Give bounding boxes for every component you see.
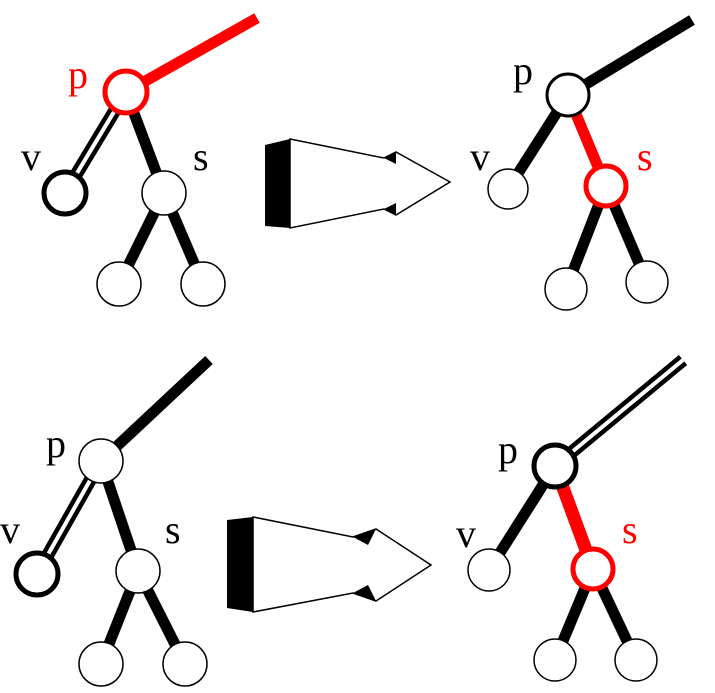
node-s <box>570 546 616 592</box>
arrow-top-body <box>289 138 452 229</box>
node-v <box>487 168 529 210</box>
edge-p-parent <box>123 13 260 97</box>
label-v: v <box>470 134 490 179</box>
arrow-top-notch-lower <box>384 203 396 215</box>
arrow-bottom <box>227 516 433 613</box>
label-p: p <box>513 48 533 93</box>
node-p <box>102 68 150 116</box>
node-s-left-child <box>96 261 142 307</box>
arrow-bottom-body <box>252 516 433 613</box>
label-v: v <box>21 134 41 179</box>
edge-p-parent <box>97 355 213 466</box>
label-p: p <box>498 427 518 472</box>
label-s: s <box>165 507 181 552</box>
node-s-left-child <box>533 638 577 682</box>
node-p <box>78 438 124 484</box>
node-s <box>141 170 187 216</box>
label-p: p <box>46 421 66 466</box>
panel-top-before: p v s <box>21 13 260 307</box>
node-s <box>583 163 629 209</box>
node-s-left-child <box>78 641 124 687</box>
arrow-bottom-tail <box>227 517 253 612</box>
node-s-right-child <box>180 261 226 307</box>
label-s: s <box>193 134 209 179</box>
label-v: v <box>456 511 476 556</box>
node-s <box>115 548 161 594</box>
label-p: p <box>68 52 88 97</box>
panel-bottom-after: p v s <box>456 354 688 682</box>
arrow-bottom-notch-upper <box>353 529 376 545</box>
panel-bottom-before: p v s <box>0 355 213 687</box>
node-v <box>41 169 89 217</box>
node-v <box>467 548 511 592</box>
node-p <box>545 72 591 118</box>
node-s-right-child <box>614 638 658 682</box>
label-s: s <box>622 507 638 552</box>
node-s-right-child <box>162 641 208 687</box>
edge-p-parent-double-inner <box>553 358 685 468</box>
arrow-top-tail <box>265 139 290 228</box>
arrow-bottom-notch-lower <box>353 585 376 601</box>
arrow-top <box>265 138 452 229</box>
label-s: s <box>637 134 653 179</box>
edge-p-parent <box>565 15 695 100</box>
node-s-left-child <box>544 267 588 311</box>
label-v: v <box>0 507 20 552</box>
node-s-right-child <box>625 260 669 304</box>
node-v <box>13 550 61 598</box>
arrow-top-notch-upper <box>384 152 396 164</box>
panel-top-after: p v s <box>470 15 695 311</box>
node-p <box>531 442 579 490</box>
